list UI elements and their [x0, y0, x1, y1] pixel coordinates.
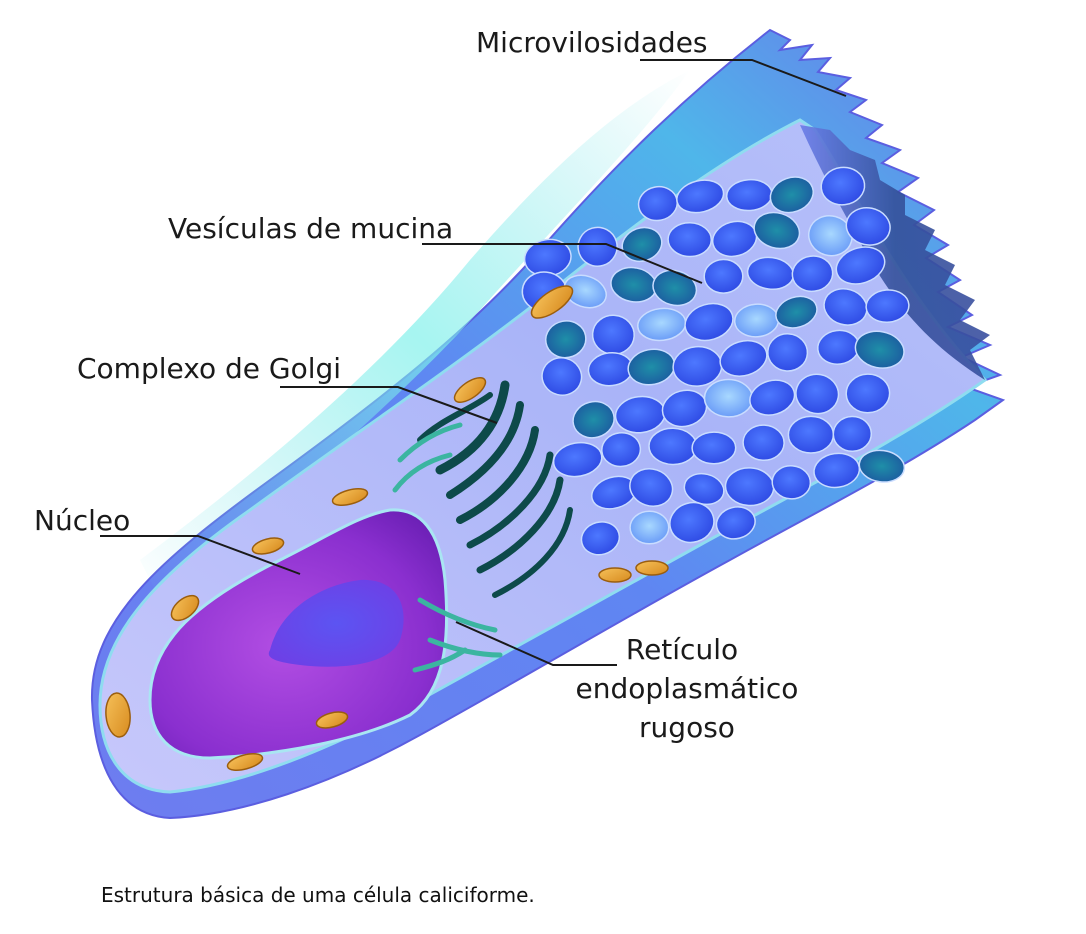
mucin-vesicle — [767, 333, 809, 372]
mucin-vesicle — [580, 521, 621, 556]
label-microvilosidades: Microvilosidades — [476, 26, 708, 59]
mucin-vesicle — [648, 427, 698, 466]
label-reticulo-line1: Retículo — [626, 633, 738, 666]
mucin-vesicle — [691, 431, 737, 465]
mitochondria — [105, 285, 669, 771]
leader-lines — [100, 59, 847, 666]
leader-nucleo — [100, 535, 301, 575]
mucin-vesicle — [572, 400, 615, 439]
mucin-vesicle — [601, 432, 642, 468]
mucin-vesicle — [845, 373, 891, 414]
mucin-vesicle — [787, 415, 835, 454]
mucin-vesicle — [820, 166, 866, 206]
mucin-vesicle — [771, 465, 812, 500]
mucin-vesicle — [854, 330, 905, 369]
rough-er — [392, 422, 503, 673]
golgi-complex — [417, 380, 573, 598]
mucin-vesicle — [703, 258, 744, 294]
mucin-vesicle — [652, 269, 698, 307]
mucin-vesicle — [845, 206, 891, 246]
mucin-vesicle — [541, 357, 583, 396]
membrane-sheen — [140, 70, 690, 600]
mucin-vesicle — [742, 424, 785, 462]
mucin-vesicle — [753, 211, 801, 250]
label-reticulo-line3: rugoso — [639, 711, 735, 744]
mucin-vesicle — [577, 226, 618, 267]
mucin-vesicle — [807, 215, 853, 257]
nucleolus — [268, 579, 404, 667]
mucin-vesicle — [865, 289, 910, 323]
mucin-vesicle — [629, 510, 670, 545]
label-nucleo: Núcleo — [34, 504, 130, 537]
leader-microvilosidades — [640, 59, 847, 97]
mucin-vesicle — [719, 339, 768, 377]
mucin-vesicle — [795, 373, 840, 415]
mucin-vesicle — [676, 179, 725, 214]
label-reticulo-line2: endoplasmático — [576, 672, 799, 705]
mucin-vesicle — [749, 379, 796, 416]
mucin-vesicle — [791, 255, 834, 293]
mucin-vesicle — [703, 378, 754, 418]
mucin-vesicle — [835, 246, 886, 285]
leader-vesiculas — [422, 243, 703, 284]
mucin-vesicle — [684, 302, 734, 342]
mucin-vesicle — [667, 221, 713, 258]
mucin-vesicle — [769, 176, 814, 214]
label-complexo-de-golgi: Complexo de Golgi — [77, 352, 341, 385]
mucin-vesicle — [629, 468, 674, 507]
mucin-vesicle — [545, 320, 587, 359]
mucin-vesicle — [832, 415, 873, 453]
mucin-vesicle — [715, 506, 756, 540]
label-vesiculas-de-mucina: Vesículas de mucina — [168, 212, 453, 245]
mucin-vesicle — [858, 449, 906, 483]
figure-caption: Estrutura básica de uma célula calicifor… — [101, 883, 535, 907]
leader-reticulo — [455, 621, 617, 666]
mucin-vesicle — [563, 274, 607, 309]
mucin-vesicles — [521, 166, 910, 556]
leader-golgi — [280, 386, 498, 424]
mucin-vesicle — [775, 295, 818, 329]
mucin-vesicle — [823, 288, 868, 326]
mucin-vesicle — [552, 441, 603, 478]
mucin-vesicle — [669, 501, 715, 544]
